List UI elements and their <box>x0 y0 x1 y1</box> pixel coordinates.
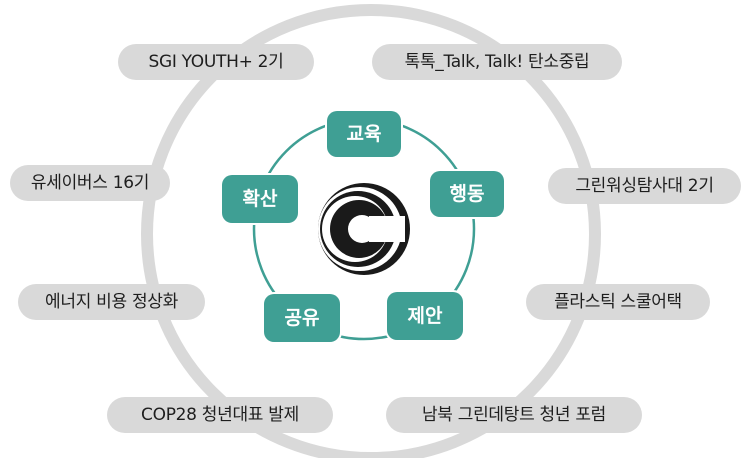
program-pill-eco-buses: 유세이버스 16기 <box>10 165 170 201</box>
program-pill-cop28: COP28 청년대표 발제 <box>107 397 333 433</box>
node-education: 교육 <box>327 111 401 157</box>
node-action: 행동 <box>430 171 504 217</box>
outer-ring <box>141 4 601 458</box>
node-proposal: 제안 <box>387 292 463 340</box>
program-pill-sgi-youth: SGI YOUTH+ 2기 <box>118 44 314 80</box>
node-sharing: 공유 <box>264 294 340 342</box>
program-pill-green-walking: 그린워싱탐사대 2기 <box>548 168 741 204</box>
program-pill-energy-cost: 에너지 비용 정상화 <box>18 284 205 320</box>
program-pill-toktok: 톡톡_Talk, Talk! 탄소중립 <box>372 44 622 80</box>
node-spread: 확산 <box>222 175 298 223</box>
program-pill-plastic: 플라스틱 스쿨어택 <box>526 284 710 320</box>
c-logo-icon <box>318 183 410 275</box>
program-pill-forum: 남북 그린데탕트 청년 포럼 <box>386 397 642 433</box>
